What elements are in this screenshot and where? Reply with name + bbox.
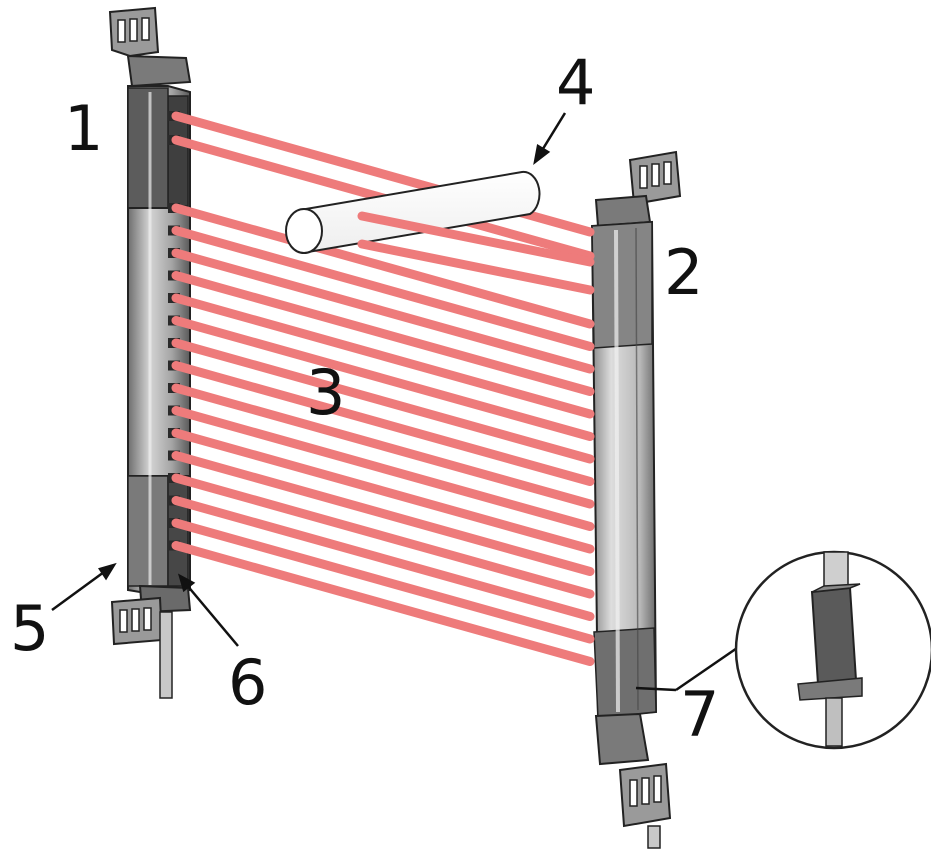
left-bottom-bracket [110,584,192,699]
light-beam [171,316,595,441]
callout-5: 5 [10,592,49,665]
left-top-bracket [108,6,192,88]
beams-front-of-object [357,211,595,295]
receiver-housing [590,220,658,720]
test-object-cylinder [285,170,541,254]
light-beam [171,383,595,509]
callout-7: 7 [680,678,719,751]
light-beam [171,406,595,531]
light-beam [171,473,595,599]
light-beam [171,428,595,554]
right-bottom-bracket [594,712,672,849]
transmitter-housing [127,85,191,598]
light-beam [171,226,595,351]
callout-labels: 1 2 3 4 5 6 7 [10,46,719,751]
light-beam [171,451,595,576]
light-beam [171,271,595,396]
callout-3: 3 [306,356,345,429]
light-beam [171,496,595,621]
light-beam [171,293,595,419]
light-beam [171,518,595,644]
light-beam [171,248,595,374]
light-beam [171,338,595,464]
callout-6: 6 [228,646,267,719]
leader-lines [51,112,741,692]
light-beam [171,361,595,486]
callout-1: 1 [64,92,103,165]
light-beam [171,203,595,329]
callout-2: 2 [664,236,703,309]
light-beam [171,541,595,666]
connector-detail-magnifier [734,550,931,750]
callout-4: 4 [556,46,595,119]
right-top-bracket [594,150,682,228]
